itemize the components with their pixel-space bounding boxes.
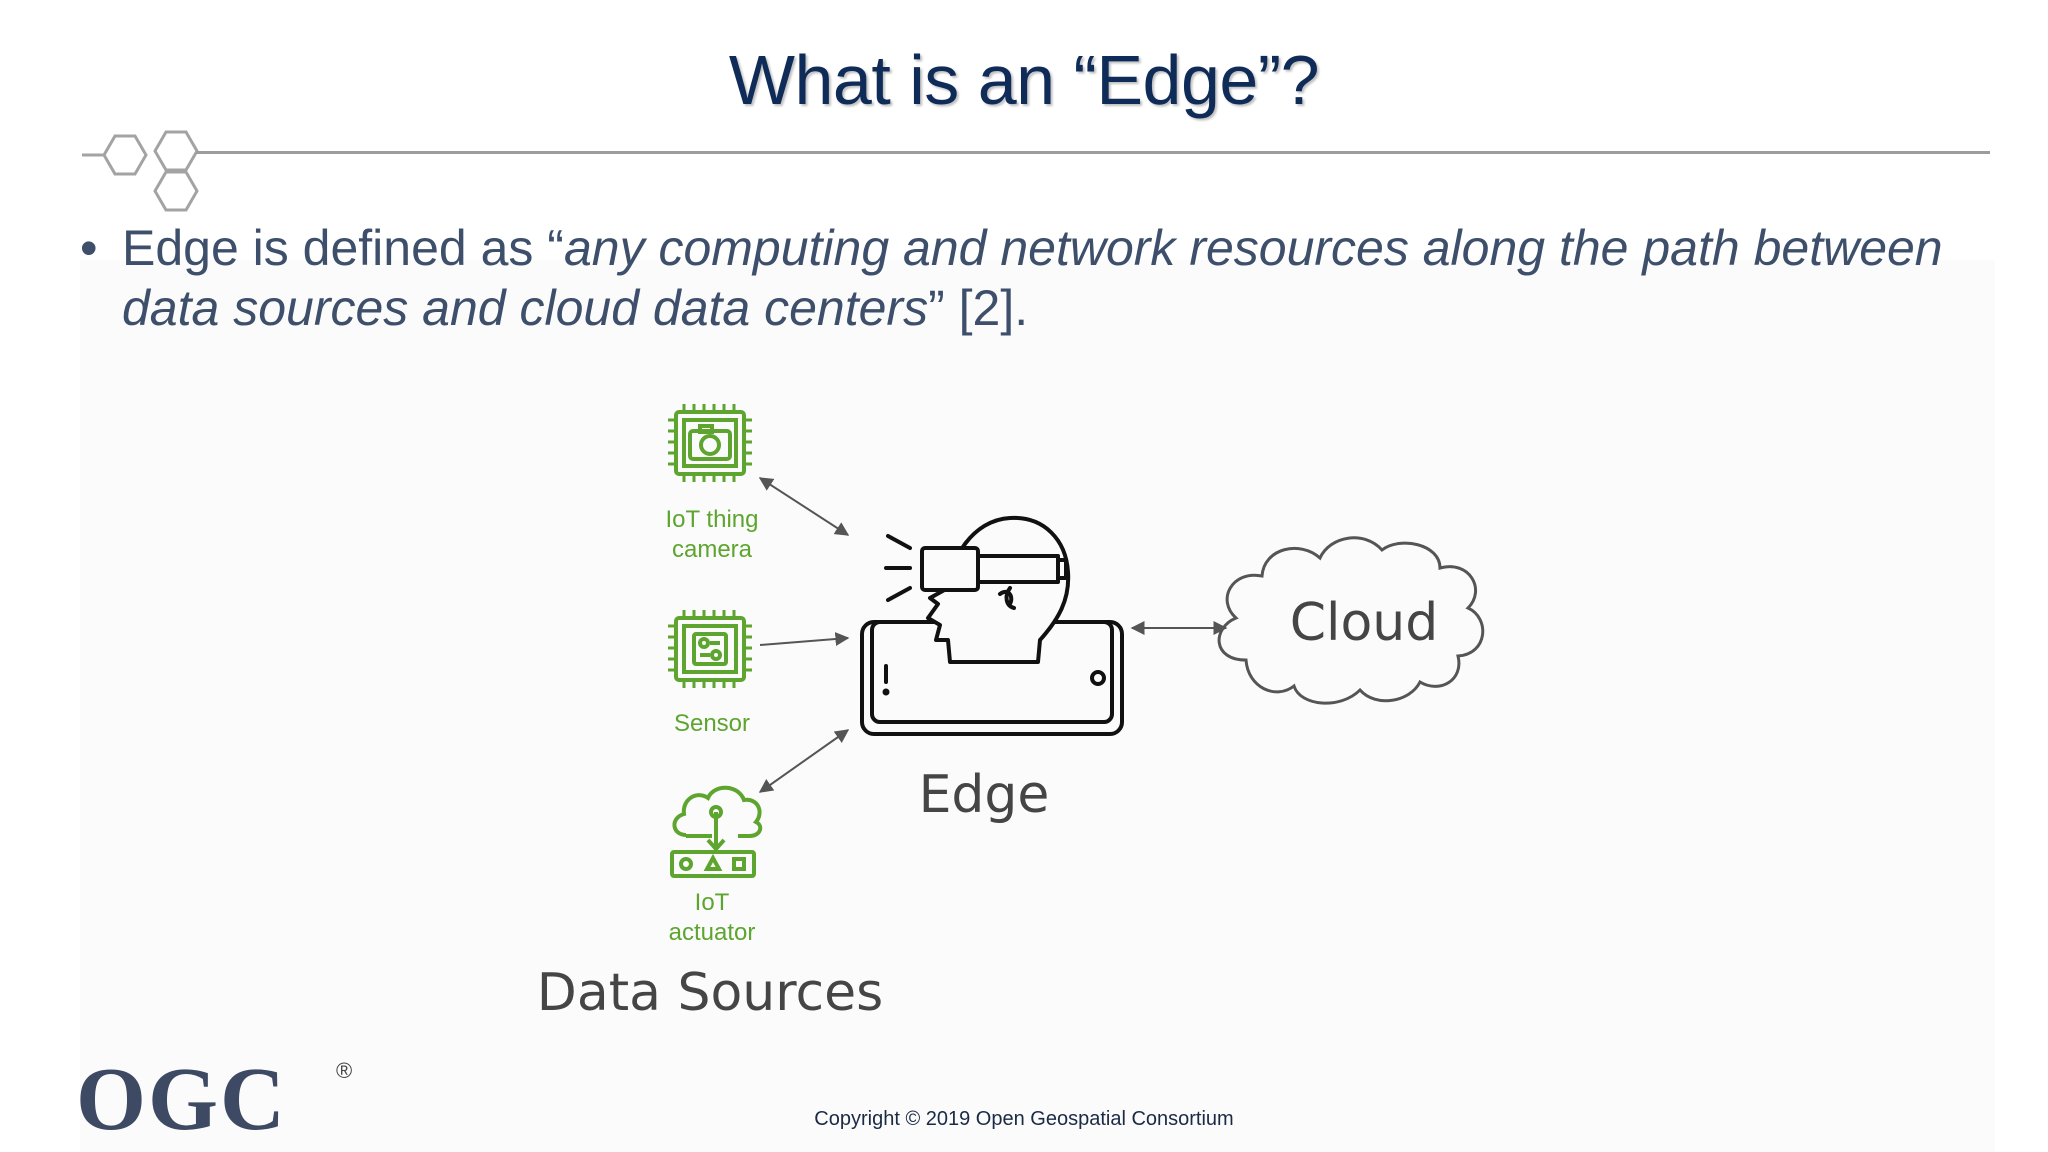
definition-lead: Edge is defined as “ — [122, 220, 564, 276]
bullet-dot: • — [80, 220, 98, 276]
cloud-icon — [1217, 536, 1485, 705]
edge-label: Edge — [919, 765, 1050, 825]
copyright-notice: Copyright © 2019 Open Geospatial Consort… — [814, 1108, 1234, 1130]
actuator-label-line-2: actuator — [669, 919, 756, 946]
definition-tail: ” [2]. — [928, 280, 1029, 336]
camera-label-line-1: IoT thing — [666, 506, 759, 533]
registered-mark: ® — [336, 1058, 353, 1083]
cloud-label: Cloud — [1290, 593, 1439, 653]
definition-text: Edge is defined as “any computing and ne… — [80, 218, 1960, 338]
actuator-label-line-1: IoT — [695, 889, 730, 916]
arrow-actuator-edge — [758, 729, 850, 793]
definition-quote: any computing and network resources alon… — [122, 220, 1943, 336]
arrow-sensor-edge — [759, 632, 850, 646]
ogc-logo: OGC — [76, 1050, 288, 1149]
slide-title: What is an “Edge”? — [728, 41, 1320, 119]
title-divider — [196, 151, 1990, 154]
connection-arrows — [758, 477, 1228, 793]
arrow-camera-edge — [758, 477, 850, 536]
camera-chip-icon — [668, 404, 752, 482]
actuator-cloud-icon — [670, 785, 763, 878]
sensor-label: Sensor — [674, 710, 750, 737]
camera-label-line-2: camera — [672, 536, 753, 563]
data-sources-label: Data Sources — [537, 963, 883, 1023]
definition-bullet: • Edge is defined as “any computing and … — [80, 218, 1960, 338]
edge-device-icon — [860, 515, 1124, 736]
sensor-chip-icon — [668, 610, 752, 688]
hexagon-decoration-icon — [82, 130, 199, 212]
